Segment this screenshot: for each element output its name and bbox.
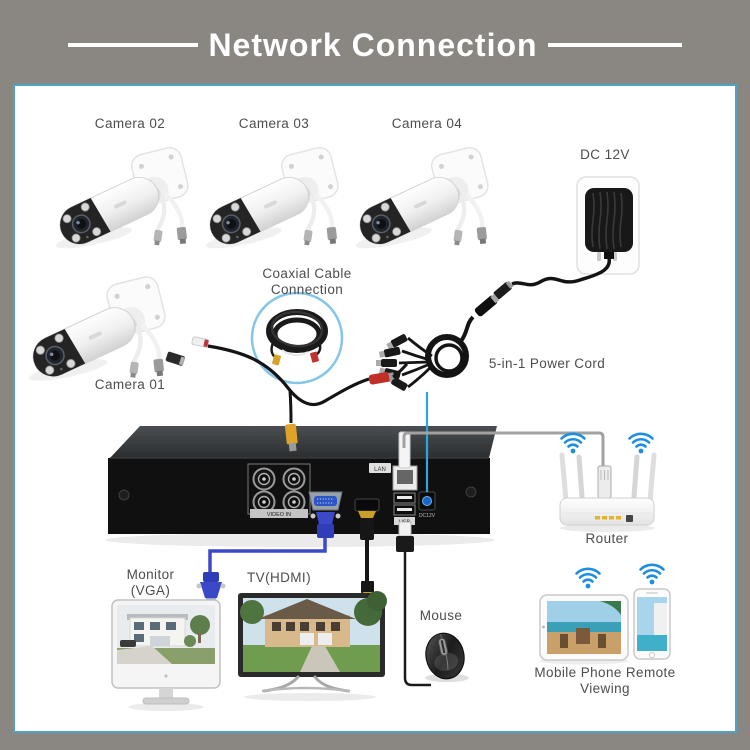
router-label: Router <box>585 531 629 546</box>
coaxial-cable-label-line1: Coaxial Cable <box>262 266 352 281</box>
coaxial-cable-illustration <box>250 291 344 385</box>
coaxial-cable-label-line2: Connection <box>270 281 344 297</box>
page-title: Network Connection <box>208 26 538 63</box>
camera-01-illustration <box>27 274 168 385</box>
camera-01-label: Camera 01 <box>94 377 166 392</box>
mobile-viewing-label-line2: Viewing <box>580 680 630 696</box>
coaxial-cable-label: Coaxial Cable Connection <box>237 266 377 298</box>
tv-label: TV(HDMI) <box>247 570 311 585</box>
camera-cable-illustration <box>165 336 409 424</box>
title-banner: Network Connection <box>0 22 750 68</box>
hdmi-cable <box>358 511 376 596</box>
title-rule-right <box>547 43 682 47</box>
dc-12v-label: DC 12V <box>580 147 630 162</box>
mobile-viewing-label: Mobile Phone Remote Viewing <box>517 665 693 697</box>
video-in-label: VIDEO IN <box>267 512 291 518</box>
power-adapter-illustration <box>576 176 640 275</box>
camera-04-label: Camera 04 <box>391 116 463 131</box>
tablet-illustration <box>539 594 629 665</box>
wifi-icon-tablet <box>575 567 601 590</box>
phone-illustration <box>633 588 671 660</box>
ethernet-cable <box>398 431 605 469</box>
monitor-illustration <box>111 599 221 711</box>
mouse-illustration <box>425 632 469 682</box>
usb-dongle <box>396 521 414 552</box>
dvr-illustration: VIDEO IN LAN USB <box>105 426 497 547</box>
vga-cable <box>196 512 341 603</box>
vga-port <box>308 491 343 511</box>
monitor-label: Monitor (VGA) <box>108 567 193 599</box>
tv-illustration <box>238 591 387 701</box>
mouse-cable <box>403 552 431 687</box>
mobile-viewing-label-line1: Mobile Phone Remote <box>534 665 676 680</box>
camera-02-label: Camera 02 <box>94 116 166 131</box>
camera-02-illustration <box>54 145 191 252</box>
camera-04-illustration <box>354 145 491 252</box>
lan-label: LAN <box>374 467 386 473</box>
mouse-label: Mouse <box>419 608 463 623</box>
wifi-icon-phone <box>639 563 665 586</box>
camera-03-label: Camera 03 <box>238 116 310 131</box>
wifi-icon-router-right <box>628 432 654 455</box>
title-rule-left <box>68 43 199 47</box>
usb-ports <box>393 492 416 516</box>
monitor-label-line2: (VGA) <box>130 582 171 598</box>
hdmi-port <box>354 498 380 512</box>
monitor-label-line1: Monitor <box>126 567 175 582</box>
router-illustration <box>559 452 657 532</box>
dc12v-label: DC12V <box>419 513 436 519</box>
wifi-icon-router-left <box>560 432 586 455</box>
power-cord-illustration <box>376 257 611 391</box>
power-cord-label: 5-in-1 Power Cord <box>488 356 606 371</box>
bnc-yellow-connector <box>284 423 298 452</box>
camera-03-illustration <box>204 145 341 252</box>
